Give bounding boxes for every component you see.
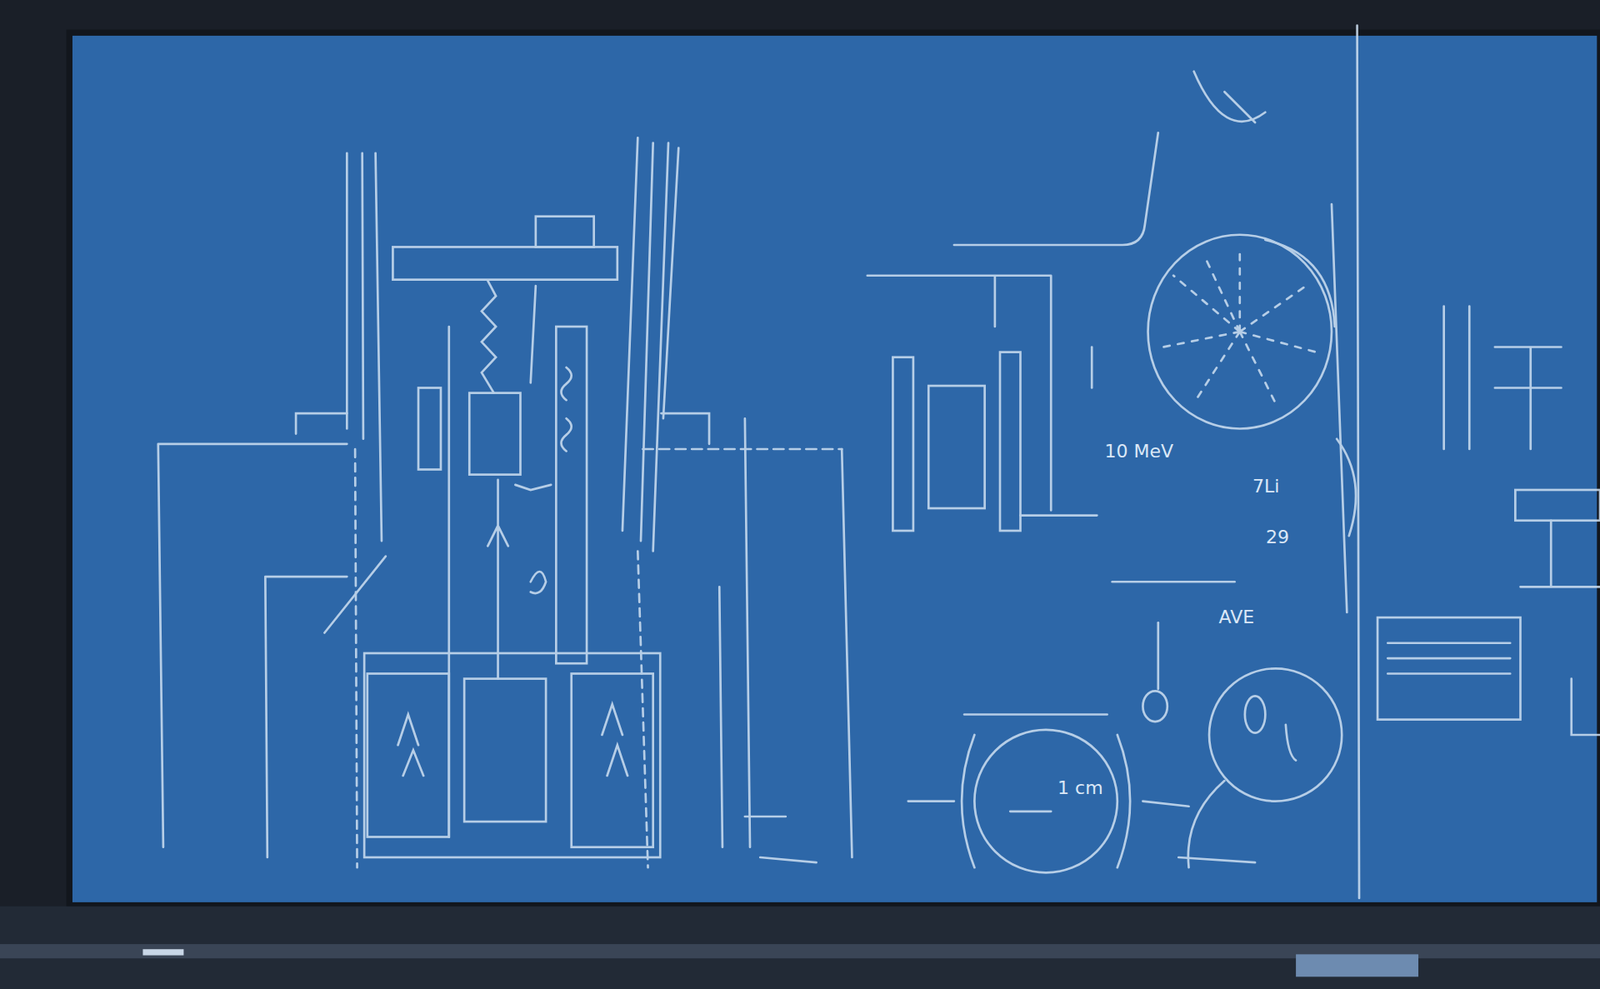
bulb xyxy=(1142,690,1167,722)
line xyxy=(1178,857,1255,863)
scribble xyxy=(530,571,546,594)
side-chamber xyxy=(367,673,450,837)
eraser xyxy=(1295,954,1419,977)
coil xyxy=(560,367,571,451)
sketch-lines xyxy=(1571,679,1600,735)
chalk-label: 29 xyxy=(1263,526,1292,549)
fraction-bar xyxy=(1112,580,1235,584)
board-edge xyxy=(69,32,1600,905)
chalk-piece xyxy=(142,949,184,955)
arc xyxy=(1336,439,1356,536)
carriage-block xyxy=(469,393,520,475)
plate xyxy=(1000,352,1020,531)
wheel-arc xyxy=(1265,240,1335,327)
brackets xyxy=(961,735,1130,868)
ledge xyxy=(660,413,710,445)
ledge xyxy=(295,413,347,434)
dashed-line xyxy=(637,550,648,868)
chalk-tray xyxy=(0,906,1600,989)
circle xyxy=(1209,668,1342,801)
housing-line xyxy=(158,444,348,848)
crossbar xyxy=(392,246,617,280)
circle xyxy=(974,730,1117,873)
housing-line xyxy=(719,418,750,847)
threaded-rod xyxy=(481,280,496,394)
chalk-label: 10 MeV xyxy=(1101,440,1176,463)
inner-ellipse xyxy=(1245,695,1265,733)
column xyxy=(555,326,587,664)
hatching xyxy=(398,704,629,776)
bracket-arm xyxy=(954,132,1159,245)
push-rod xyxy=(487,480,508,680)
hatching xyxy=(1387,643,1510,675)
dashed-line xyxy=(642,448,842,451)
piston-box xyxy=(464,679,546,822)
target-block xyxy=(928,385,985,509)
axis-line xyxy=(908,801,1190,807)
link xyxy=(515,485,551,490)
line xyxy=(1331,204,1347,613)
base-box xyxy=(364,653,660,858)
sketch-lines xyxy=(1520,520,1600,588)
stem xyxy=(1156,622,1160,690)
frame-lines xyxy=(867,275,1051,511)
board-surface xyxy=(69,32,1600,905)
top-block xyxy=(535,216,595,248)
tick-line xyxy=(1090,346,1094,388)
chalk-label: AVE xyxy=(1216,606,1258,629)
dashed-line xyxy=(355,449,357,868)
plate xyxy=(892,357,913,531)
wheel xyxy=(1148,235,1332,430)
bar xyxy=(1515,490,1600,521)
dimension-line xyxy=(964,713,1107,716)
curve xyxy=(1188,780,1225,868)
box xyxy=(1377,617,1520,720)
side-block xyxy=(418,387,441,470)
spokes xyxy=(1163,250,1317,404)
chalk-drawing xyxy=(158,25,1600,899)
chalk-label: 1 cm xyxy=(1055,777,1106,800)
radius-line xyxy=(1010,810,1051,814)
wall-lines xyxy=(346,153,382,541)
slant-line xyxy=(324,556,385,634)
rod xyxy=(530,285,536,383)
chalk-label: 7Li xyxy=(1250,475,1282,498)
divider xyxy=(1357,25,1360,899)
scribble xyxy=(1194,71,1266,123)
tick-line xyxy=(1020,514,1097,517)
scribble xyxy=(745,816,817,863)
scribble xyxy=(1285,725,1296,761)
wall-lines xyxy=(622,137,679,551)
sketch-lines xyxy=(1444,305,1562,449)
housing-line xyxy=(841,449,852,858)
